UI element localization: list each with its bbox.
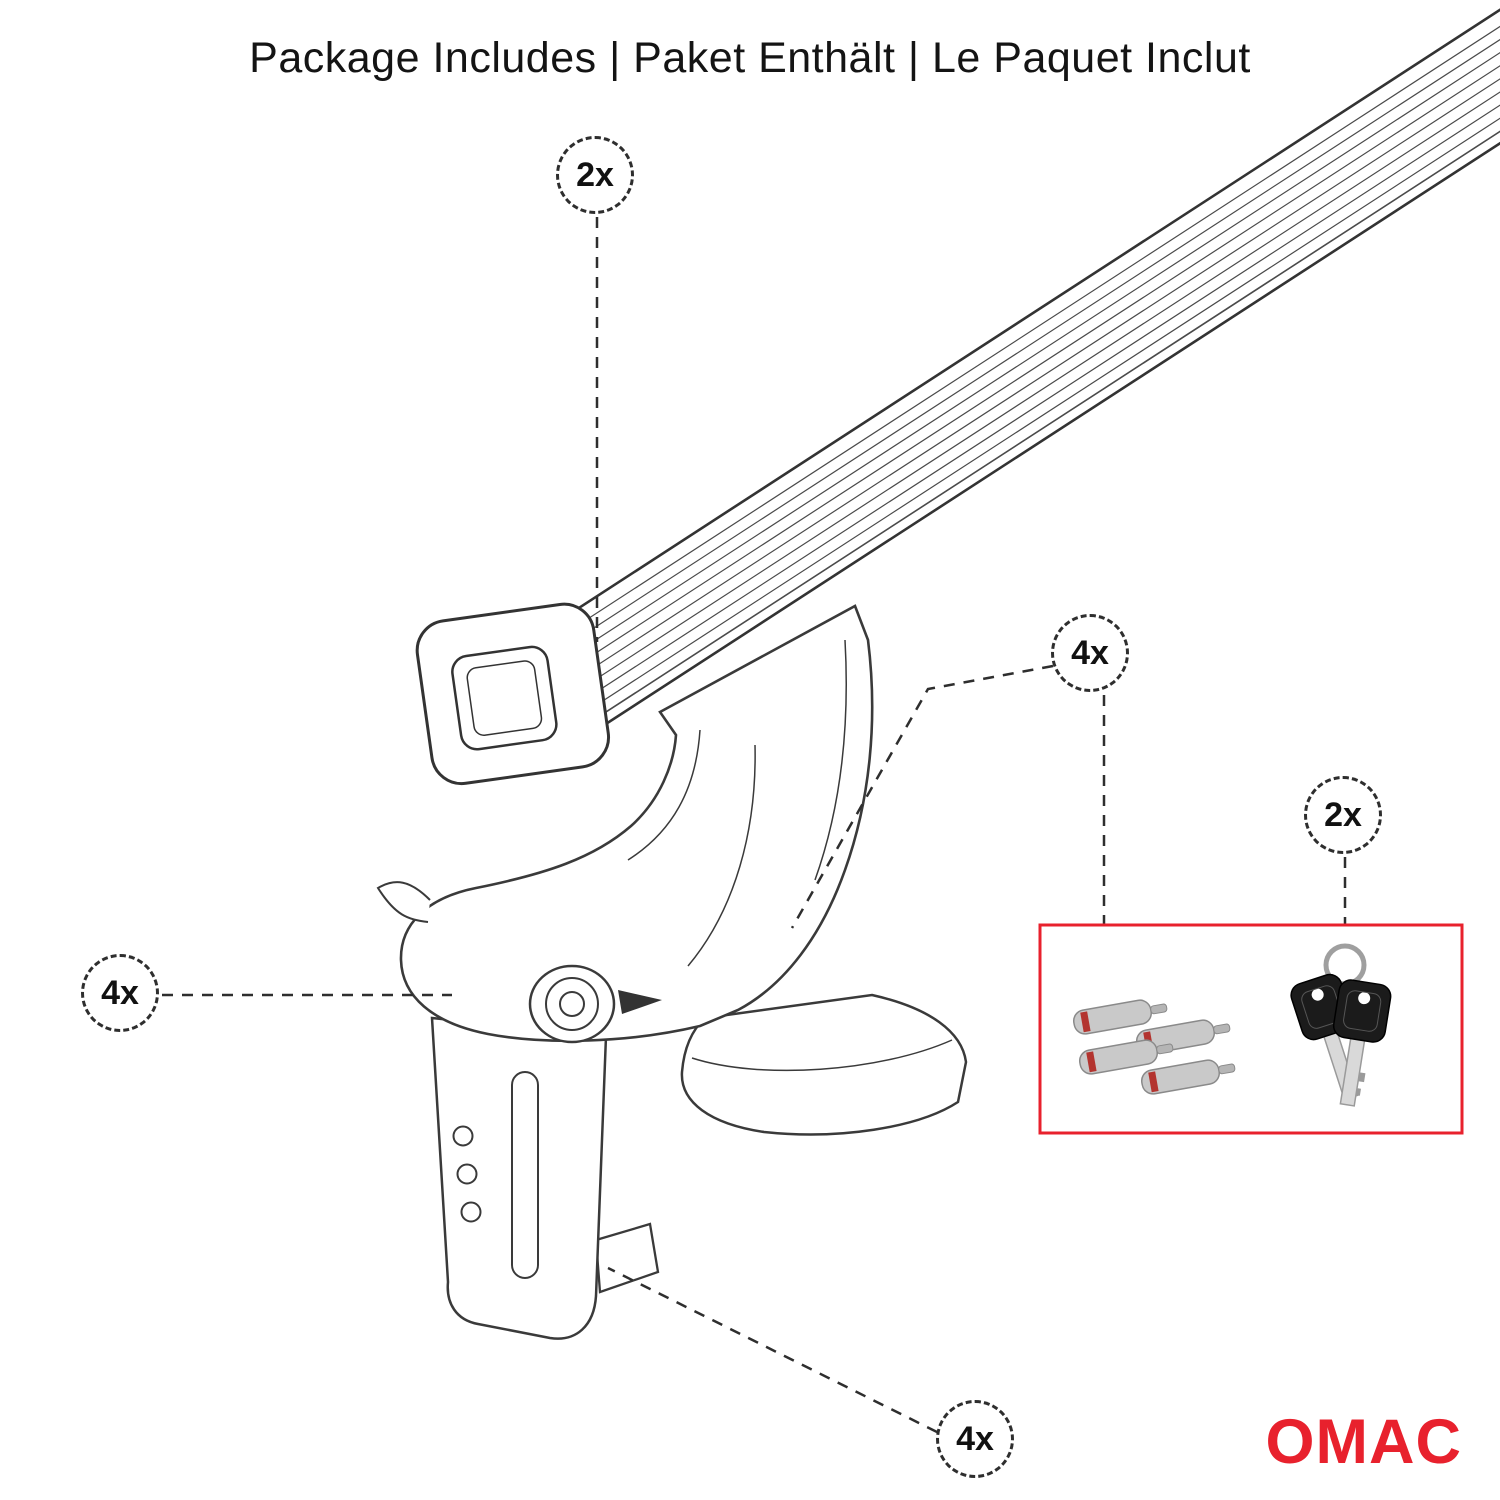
key-icon: [1332, 979, 1392, 1107]
pointer-arrow-icon: [618, 990, 662, 1014]
callout-lock-bolt-count: 4x: [1051, 614, 1129, 692]
foot-detail-line: [814, 639, 847, 881]
bolt-boss-drawing: [528, 964, 616, 1044]
mount-foot-drawing: [376, 604, 968, 1340]
foot-detail-line: [627, 729, 701, 861]
clamp-plate-drawing: [430, 1016, 608, 1340]
foot-body-drawing: [399, 604, 874, 1043]
lock-cylinders-illustration: [1072, 999, 1236, 1095]
clamp-hook-drawing: [594, 1222, 660, 1294]
leader-line-bolt-to-foot: [790, 664, 1054, 929]
callout-key-count: 2x: [1304, 776, 1382, 854]
callout-crossbar-count: 2x: [556, 136, 634, 214]
callout-clamp-plate-count: 4x: [936, 1400, 1014, 1478]
end-cap-drawing: [415, 602, 611, 786]
brand-logo: OMAC: [1265, 1407, 1462, 1477]
callout-mount-foot-count: 4x: [81, 954, 159, 1032]
foot-detail-line: [687, 744, 756, 967]
base-pad-drawing: [680, 993, 968, 1136]
leader-line-clamp: [607, 1266, 938, 1434]
keys-illustration: [1290, 943, 1392, 1107]
foot-wing-drawing: [376, 881, 431, 923]
hardware-box: [1038, 923, 1464, 1135]
page-title: Package Includes | Paket Enthält | Le Pa…: [249, 34, 1251, 82]
crossbar-drawing: [507, 0, 1500, 749]
